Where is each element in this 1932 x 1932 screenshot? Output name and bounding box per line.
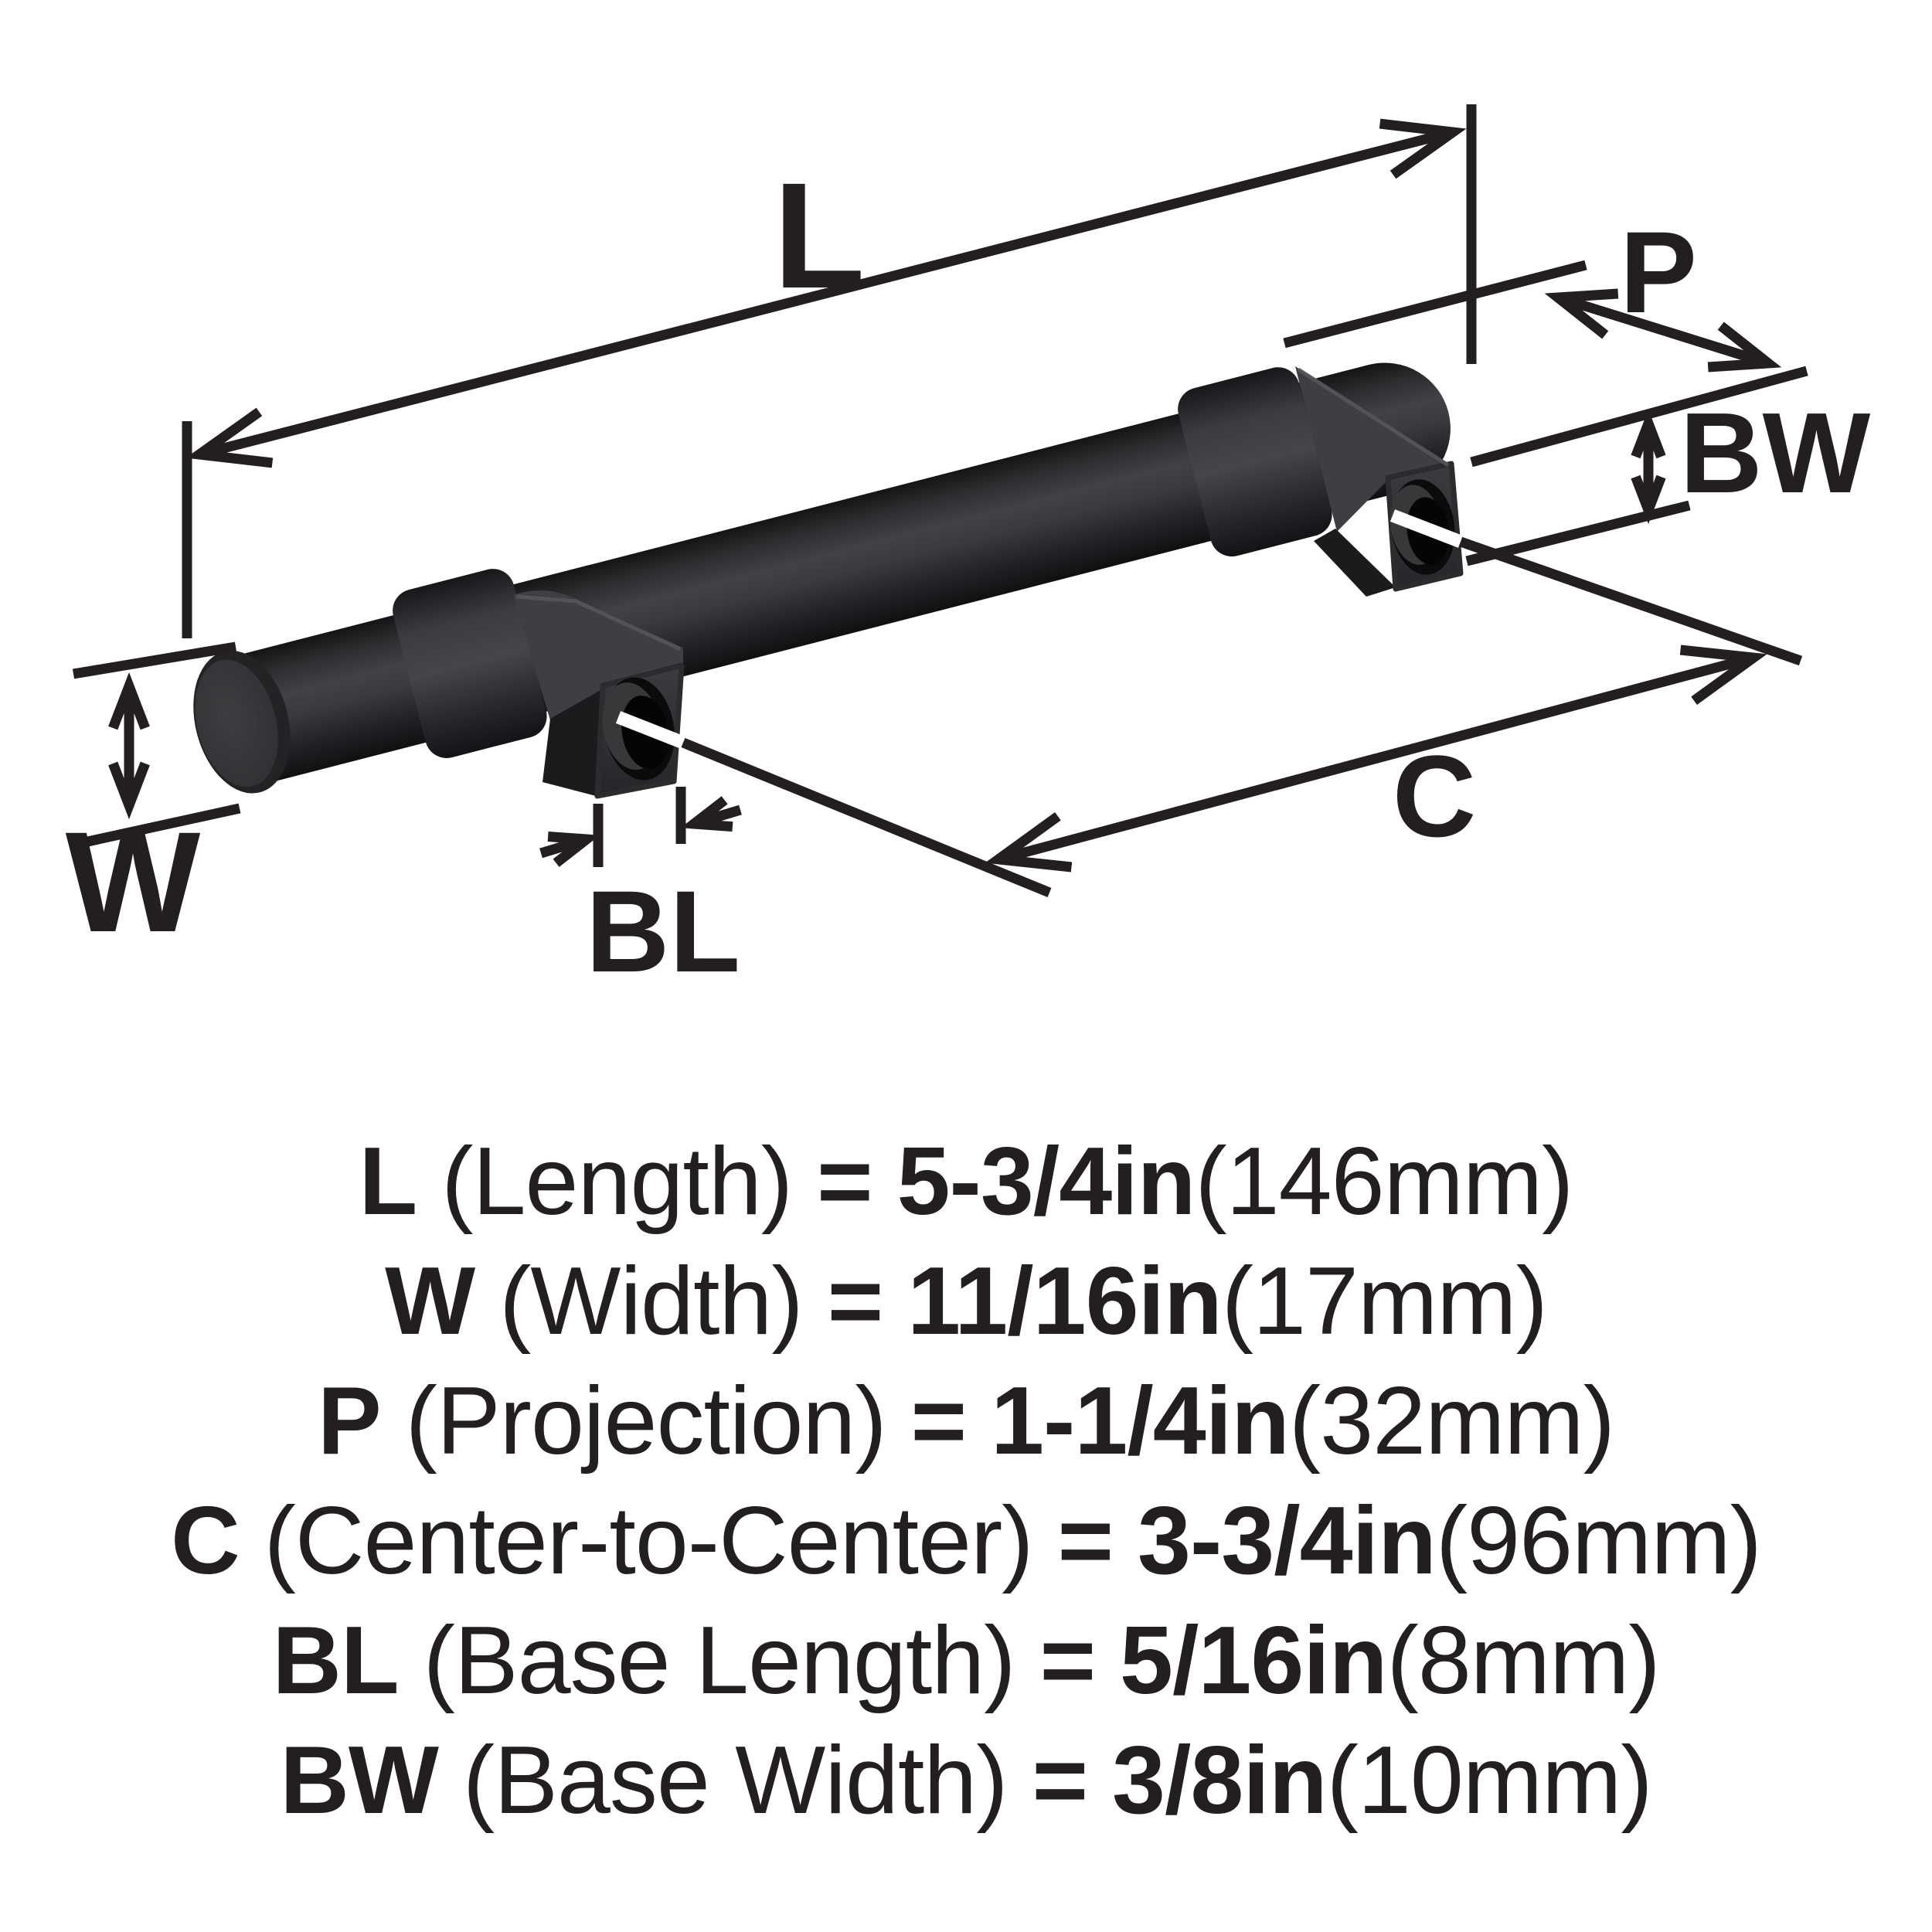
post-right-side-face: [1314, 529, 1396, 597]
spec-key: BW: [280, 1727, 439, 1834]
spec-key: L: [359, 1128, 418, 1235]
spec-metric: (8mm): [1386, 1607, 1661, 1714]
spec-key: W: [385, 1248, 475, 1355]
arrowhead: [108, 672, 150, 730]
dim-C-ext-left: [681, 737, 1052, 898]
dim-C-ext-right: [1458, 536, 1803, 666]
dim-P-ext: [1283, 260, 1587, 349]
spec-key: P: [317, 1368, 382, 1475]
dim-W-ext-upper: [72, 641, 237, 679]
spec-name: (Center-to-Center): [264, 1488, 1034, 1594]
arrowhead: [1631, 409, 1666, 459]
dim-label-C: C: [1393, 731, 1476, 861]
arrowhead: [1679, 645, 1767, 706]
spec-line-base-length: BL (Base Length) = 5/16in (8mm): [272, 1601, 1661, 1721]
spec-list: L (Length) = 5-3/4in (146mm) W (Width) =…: [0, 1122, 1932, 1841]
spec-equals: =: [827, 1248, 883, 1355]
spec-name: (Length): [441, 1128, 793, 1235]
arrowhead: [985, 811, 1073, 872]
dimension-annotations: L W P BW C: [66, 104, 1871, 996]
dim-C-line: [997, 652, 1755, 865]
spec-metric: (32mm): [1288, 1368, 1615, 1475]
arrowhead: [108, 761, 150, 820]
arrowhead: [547, 832, 600, 867]
spec-key: C: [171, 1488, 240, 1594]
spec-value: 3/8in: [1111, 1727, 1328, 1834]
spec-equals: =: [1057, 1488, 1114, 1594]
spec-name: (Base Width): [462, 1727, 1009, 1834]
spec-equals: =: [817, 1128, 872, 1235]
spec-metric: (10mm): [1326, 1727, 1653, 1834]
dim-BW-ext-upper: [1470, 366, 1808, 468]
spec-line-center-to-center: C (Center-to-Center) = 3-3/4in (96mm): [171, 1481, 1762, 1601]
arrowhead: [185, 407, 274, 468]
dim-label-W: W: [66, 803, 201, 962]
arrowhead: [1544, 288, 1619, 339]
spec-value: 1-1/4in: [991, 1368, 1290, 1475]
handle: [193, 362, 1464, 799]
post-left-side-face: [543, 686, 607, 797]
handle-collar-right: [1178, 367, 1332, 557]
post-left-top-face: [513, 590, 683, 720]
arrowhead: [1707, 321, 1782, 372]
arrowhead: [1631, 474, 1666, 525]
spec-value: 3-3/4in: [1138, 1488, 1437, 1594]
arrowhead: [1379, 118, 1467, 179]
handle-collar-left: [393, 569, 547, 758]
spec-name: (Projection): [405, 1368, 887, 1475]
spec-line-projection: P (Projection) = 1-1/4in (32mm): [317, 1362, 1615, 1481]
dim-label-P: P: [1620, 207, 1697, 337]
spec-metric: (17mm): [1221, 1248, 1548, 1355]
dim-label-L: L: [773, 151, 865, 320]
dim-L-line: [198, 127, 1454, 460]
post-right-edge-highlight: [1297, 367, 1450, 468]
spec-equals: =: [910, 1368, 967, 1475]
dim-C-ext-left-through-hole: [615, 711, 686, 749]
post-left-edge-highlight: [515, 594, 682, 651]
dim-W-ext-lower: [72, 803, 241, 850]
arrowhead: [680, 796, 733, 832]
dimension-diagram: L W P BW C: [66, 104, 1871, 996]
spec-line-base-width: BW (Base Width) = 3/8in (10mm): [280, 1721, 1653, 1841]
spec-value: 5/16in: [1119, 1607, 1388, 1714]
spec-metric: (96mm): [1435, 1488, 1762, 1594]
spec-line-length: L (Length) = 5-3/4in (146mm): [359, 1122, 1574, 1242]
spec-value: 11/16in: [907, 1248, 1223, 1355]
spec-name: (Width): [499, 1248, 804, 1355]
spec-equals: =: [1039, 1607, 1096, 1714]
spec-metric: (146mm): [1195, 1128, 1573, 1235]
dim-C-ext-right-through-hole: [1389, 509, 1464, 548]
spec-value: 5-3/4in: [896, 1128, 1196, 1235]
spec-equals: =: [1032, 1727, 1088, 1834]
dim-P-line: [1556, 292, 1770, 369]
spec-name: (Base Length): [423, 1607, 1016, 1714]
handle-left-cap-face: [195, 659, 278, 787]
spec-line-width: W (Width) = 11/16in (17mm): [385, 1242, 1548, 1362]
dim-label-BL: BL: [586, 866, 740, 996]
post-right-top-face: [1295, 366, 1451, 532]
dim-label-BW: BW: [1680, 389, 1871, 517]
spec-key: BL: [272, 1607, 399, 1714]
